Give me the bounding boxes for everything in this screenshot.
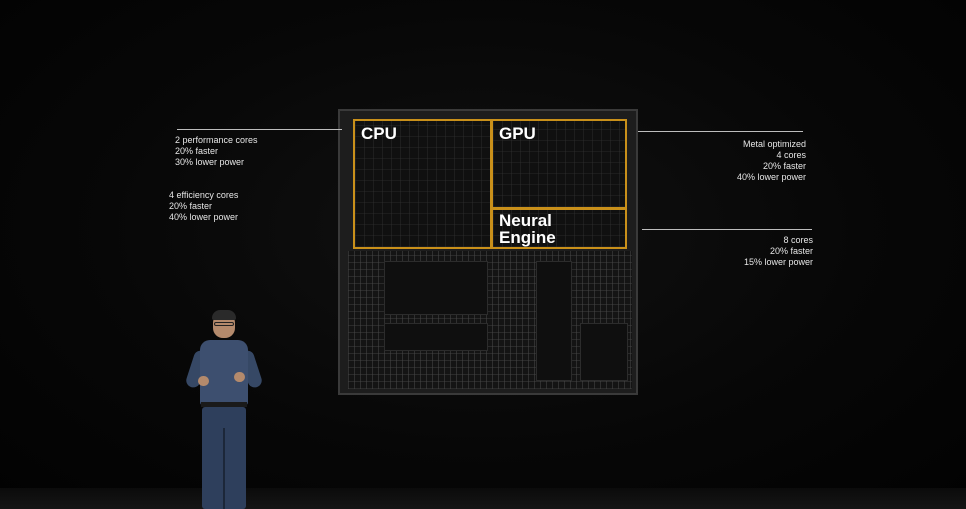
- cpu-callout-line: [177, 129, 342, 130]
- note-line: 20% faster: [769, 246, 813, 256]
- note-line: 40% lower power: [736, 172, 806, 182]
- note-line: 15% lower power: [743, 257, 813, 267]
- presenter: [184, 310, 264, 509]
- cpu-efficiency-note: 4 efficiency cores 20% faster 40% lower …: [169, 190, 238, 223]
- note-line: 20% faster: [169, 201, 213, 211]
- presenter-belt: [201, 402, 247, 407]
- note-line: 20% faster: [762, 161, 806, 171]
- chip-block: [384, 323, 488, 351]
- gpu-note: Metal optimized 4 cores 20% faster 40% l…: [737, 139, 806, 183]
- note-line: 8 cores: [783, 235, 813, 245]
- chip-block: [536, 261, 572, 381]
- gpu-region: GPU: [491, 119, 627, 209]
- gpu-callout-line: [638, 131, 803, 132]
- gpu-label: GPU: [499, 124, 536, 143]
- note-line: 20% faster: [175, 146, 219, 156]
- chip-die: CPU GPU Neural Engine: [338, 109, 638, 395]
- presenter-leg-gap: [223, 428, 225, 509]
- note-line: 40% lower power: [169, 212, 239, 222]
- note-line: Metal optimized: [742, 139, 806, 149]
- presenter-glasses: [214, 322, 234, 326]
- note-line: 4 cores: [776, 150, 806, 160]
- chip-block: [580, 323, 628, 381]
- stage-floor: [0, 488, 966, 509]
- note-line: 4 efficiency cores: [169, 190, 239, 200]
- chip-block: [384, 261, 488, 315]
- cpu-label: CPU: [361, 124, 397, 143]
- presenter-hair: [212, 310, 236, 320]
- note-line: 30% lower power: [175, 157, 245, 167]
- neural-engine-callout-line: [642, 229, 812, 230]
- neural-engine-label: Neural Engine: [499, 211, 556, 247]
- cpu-region: CPU: [353, 119, 492, 249]
- neural-engine-region: Neural Engine: [491, 208, 627, 249]
- presenter-hand-right: [234, 372, 245, 382]
- cpu-performance-note: 2 performance cores 20% faster 30% lower…: [175, 135, 258, 168]
- note-line: 2 performance cores: [175, 135, 258, 145]
- presenter-hand-left: [198, 376, 209, 386]
- neural-engine-note: 8 cores 20% faster 15% lower power: [744, 235, 813, 268]
